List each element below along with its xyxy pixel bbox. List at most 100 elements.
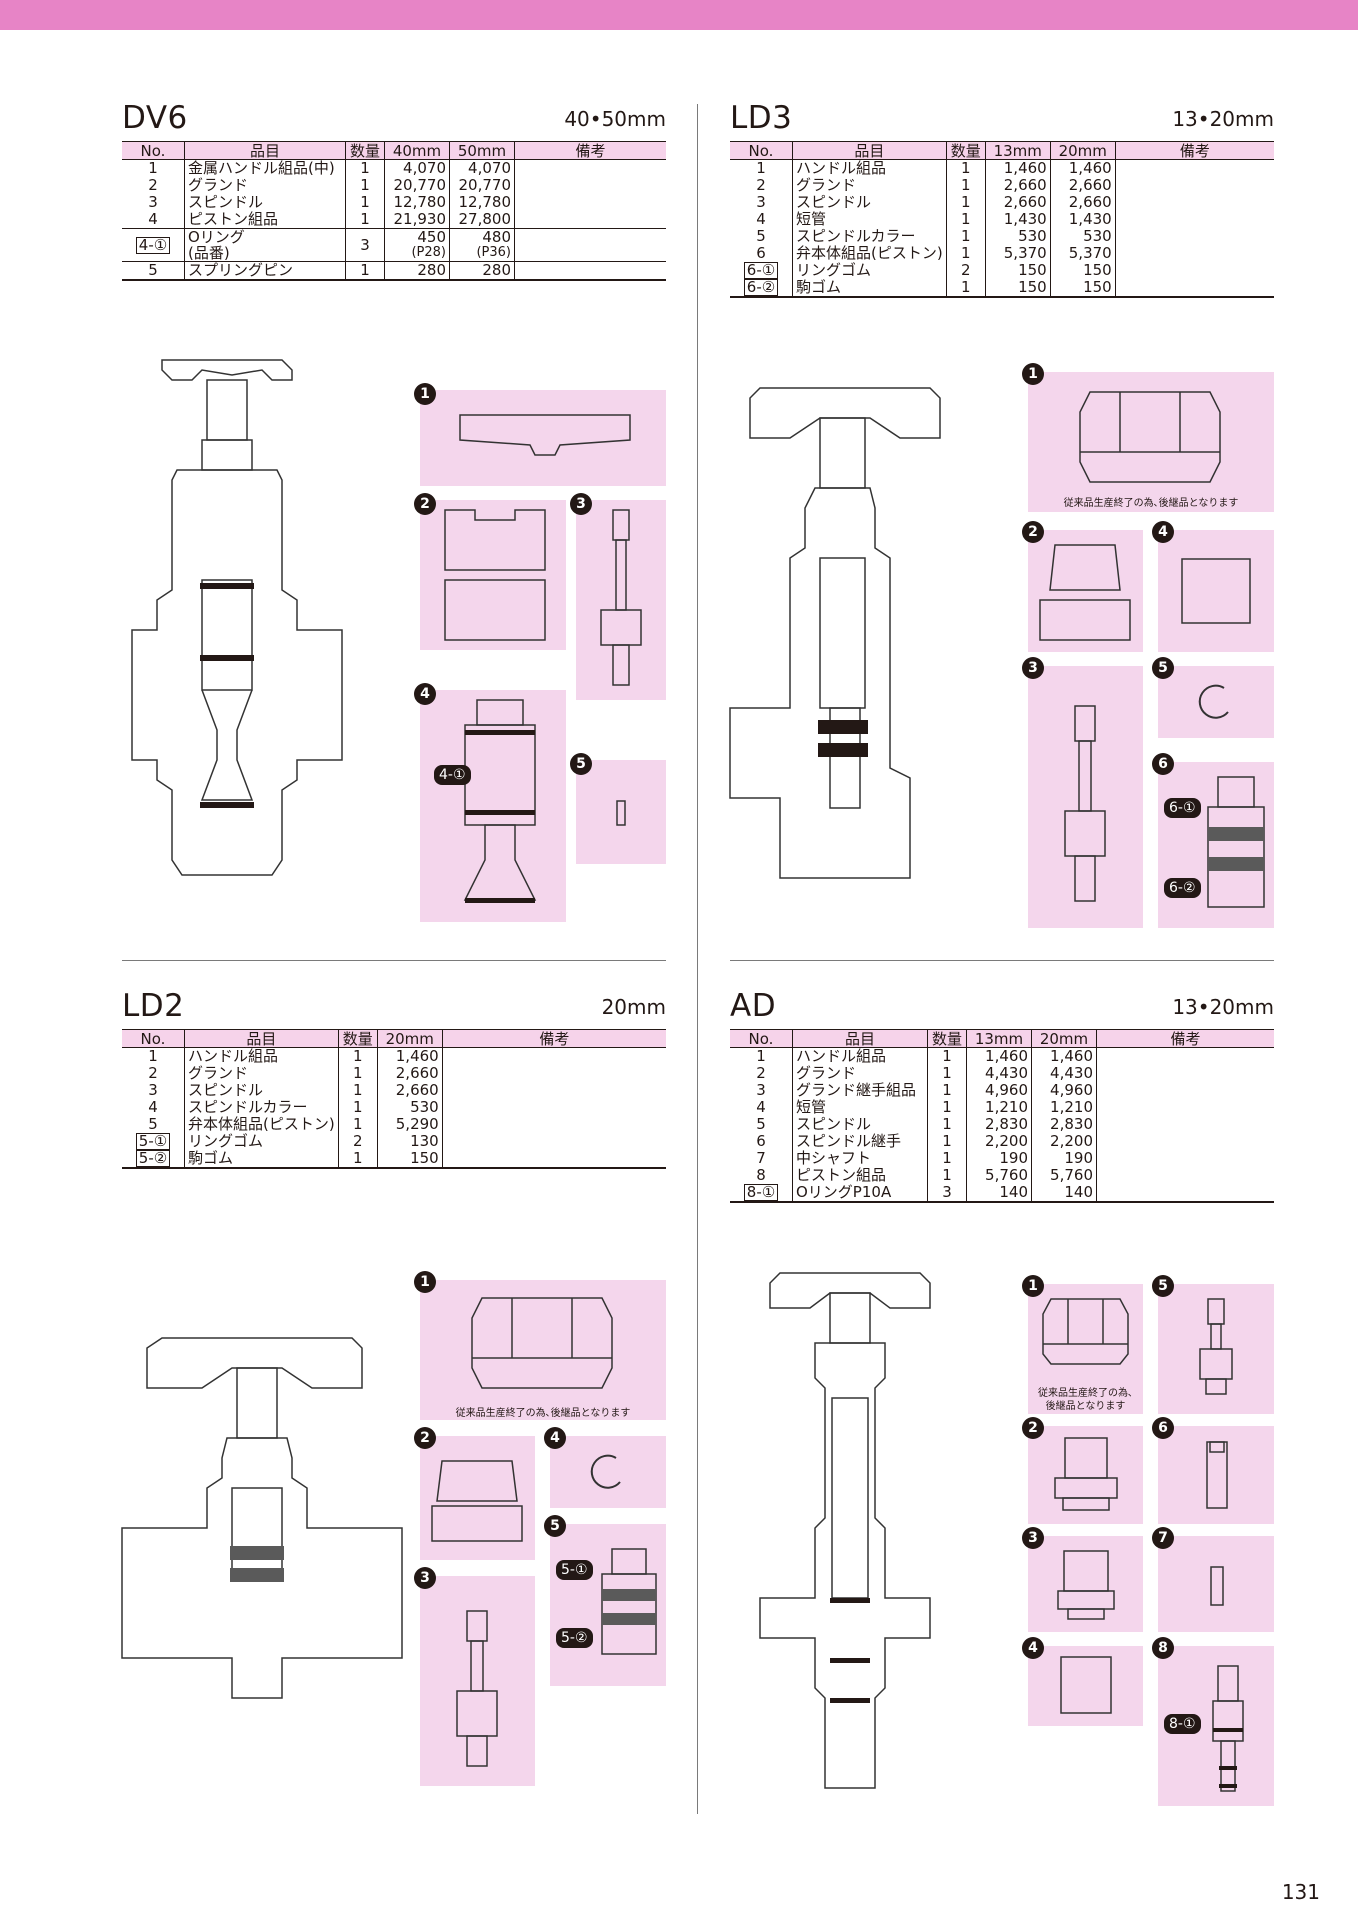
spring-pin-part-icon <box>616 800 626 826</box>
col-no: No. <box>122 1029 185 1048</box>
part-panel-2 <box>420 1436 535 1560</box>
short-pipe-part-icon <box>1060 1656 1112 1714</box>
piston-body-part-icon <box>1207 776 1265 908</box>
part-badge-6: 6 <box>1152 1417 1174 1439</box>
handle-knob-part-icon <box>1042 1298 1129 1365</box>
size-label: 13•20mm <box>1172 107 1274 131</box>
size-label: 40•50mm <box>564 107 666 131</box>
valve-cross-section-drawing <box>729 387 941 879</box>
col-remarks: 備考 <box>514 141 666 160</box>
part-panel-4 <box>1028 1646 1143 1726</box>
part-badge-3: 3 <box>1022 1527 1044 1549</box>
part-panel-2 <box>420 500 566 650</box>
part-panel-1: 従来品生産終了の為､後継品となります <box>1028 372 1274 512</box>
part-panel-3 <box>420 1576 535 1786</box>
part-badge-5: 5 <box>544 1515 566 1537</box>
part-panel-5 <box>1158 666 1274 738</box>
part-badge-3: 3 <box>414 1567 436 1589</box>
spindle-part-icon <box>600 509 642 686</box>
section-title: DV6 <box>122 100 188 136</box>
part-panel-3 <box>1028 1536 1143 1632</box>
part-badge-2: 2 <box>414 493 436 515</box>
handle-part-icon <box>459 414 631 456</box>
col-item: 品目 <box>792 1029 928 1048</box>
part-panel-6 <box>1158 762 1274 928</box>
spindle-part-icon <box>1064 705 1106 902</box>
middle-shaft-part-icon <box>1210 1566 1224 1606</box>
part-panel-4 <box>1158 530 1274 652</box>
part-panel-8 <box>1158 1646 1274 1806</box>
part-panel-5 <box>1158 1284 1274 1414</box>
collar-part-icon <box>1198 684 1229 719</box>
collar-part-icon <box>590 1454 621 1489</box>
gland-part-icon <box>431 1460 523 1542</box>
part-badge-4: 4 <box>1022 1637 1044 1659</box>
top-color-bar <box>0 0 1358 30</box>
col-qty: 数量 <box>927 1029 967 1048</box>
short-pipe-part-icon <box>1181 558 1251 624</box>
part-badge-8: 8 <box>1152 1637 1174 1659</box>
part-badge-4: 4 <box>414 683 436 705</box>
col-item: 品目 <box>792 141 947 160</box>
callout-6-1: 6-① <box>1164 798 1201 818</box>
part-panel-2 <box>1028 1426 1143 1524</box>
piston-part-icon <box>1212 1665 1244 1792</box>
spindle-part-icon <box>456 1610 498 1767</box>
section-title: AD <box>730 988 777 1024</box>
part-panel-1 <box>420 390 666 486</box>
part-badge-2: 2 <box>1022 521 1044 543</box>
col-remarks: 備考 <box>441 1029 666 1048</box>
piston-body-part-icon <box>601 1548 657 1655</box>
part-badge-5: 5 <box>1152 1275 1174 1297</box>
valve-cross-section-drawing <box>131 359 343 876</box>
part-panel-4 <box>420 690 566 922</box>
callout-6-2: 6-② <box>1164 878 1201 898</box>
handle-knob-part-icon <box>1079 391 1221 483</box>
part-panel-4 <box>550 1436 666 1508</box>
successor-note-line1: 従来品生産終了の為､ <box>1038 1388 1133 1399</box>
col-size-b: 20mm <box>1031 1029 1097 1048</box>
col-no: No. <box>730 1029 793 1048</box>
part-panel-7 <box>1158 1536 1274 1632</box>
part-badge-4: 4 <box>1152 521 1174 543</box>
part-panel-1: 従来品生産終了の為､ 後継品となります <box>1028 1284 1143 1414</box>
part-badge-5: 5 <box>1152 657 1174 679</box>
part-badge-1: 1 <box>414 383 436 405</box>
col-size-a: 13mm <box>984 141 1051 160</box>
table-row: 4-① Oリング(品番) 3 450(P28) 480(P36) <box>122 228 666 262</box>
part-panel-5 <box>576 760 666 864</box>
part-badge-2: 2 <box>414 1427 436 1449</box>
callout-5-1: 5-① <box>556 1560 593 1580</box>
col-remarks: 備考 <box>1096 1029 1274 1048</box>
handle-knob-part-icon <box>471 1297 613 1389</box>
col-qty: 数量 <box>345 141 385 160</box>
col-size-a: 20mm <box>376 1029 443 1048</box>
column-divider <box>697 104 698 1814</box>
part-badge-2: 2 <box>1022 1417 1044 1439</box>
